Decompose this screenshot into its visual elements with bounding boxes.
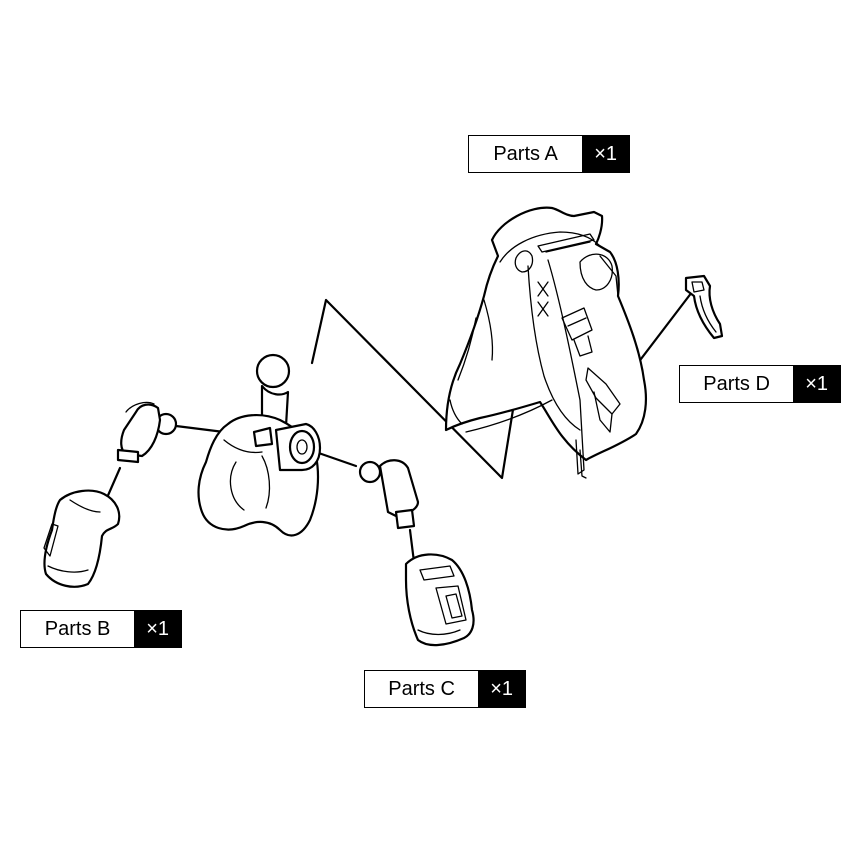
- parts-a-label: Parts A ×1: [468, 135, 630, 173]
- parts-b-name: Parts B: [44, 617, 111, 640]
- parts-c-name: Parts C: [388, 677, 455, 700]
- parts-a-qty: ×1: [582, 136, 629, 172]
- parts-d-label: Parts D ×1: [679, 365, 841, 403]
- part-b-drawing: [43, 401, 178, 588]
- parts-c-label: Parts C ×1: [364, 670, 526, 708]
- part-d-drawing: [684, 274, 724, 340]
- part-c-drawing: [358, 459, 475, 647]
- body-assembly-drawing: [197, 353, 322, 537]
- parts-b-qty: ×1: [134, 611, 181, 647]
- part-a-drawing: [444, 206, 647, 479]
- parts-c-qty: ×1: [478, 671, 525, 707]
- parts-d-name: Parts D: [703, 372, 770, 395]
- parts-d-qty: ×1: [793, 366, 840, 402]
- parts-a-name: Parts A: [493, 142, 558, 165]
- parts-b-label: Parts B ×1: [20, 610, 182, 648]
